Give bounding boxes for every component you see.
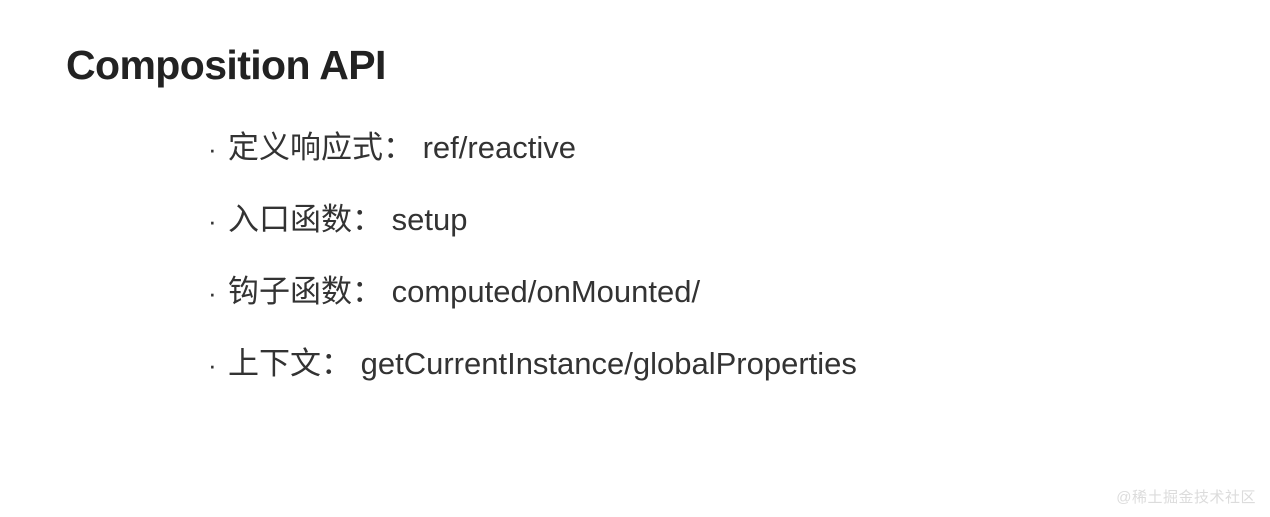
- watermark: @稀土掘金技术社区: [1116, 489, 1256, 506]
- list-item-label: 上下文： getCurrentInstance/globalProperties: [228, 346, 857, 381]
- list-item: · 定义响应式： ref/reactive: [208, 126, 857, 198]
- list-item-label: 入口函数： setup: [228, 202, 468, 237]
- bullet-dot-icon: ·: [208, 278, 217, 308]
- list-item: · 钩子函数： computed/onMounted/: [208, 270, 857, 342]
- list-item: · 上下文： getCurrentInstance/globalProperti…: [208, 342, 857, 414]
- page-title: Composition API: [66, 42, 386, 89]
- bullet-list: · 定义响应式： ref/reactive · 入口函数： setup · 钩子…: [208, 126, 857, 414]
- list-item-label: 定义响应式： ref/reactive: [228, 130, 576, 165]
- bullet-dot-icon: ·: [208, 134, 217, 164]
- bullet-dot-icon: ·: [208, 206, 217, 236]
- list-item: · 入口函数： setup: [208, 198, 857, 270]
- bullet-dot-icon: ·: [208, 350, 217, 380]
- list-item-label: 钩子函数： computed/onMounted/: [228, 274, 701, 309]
